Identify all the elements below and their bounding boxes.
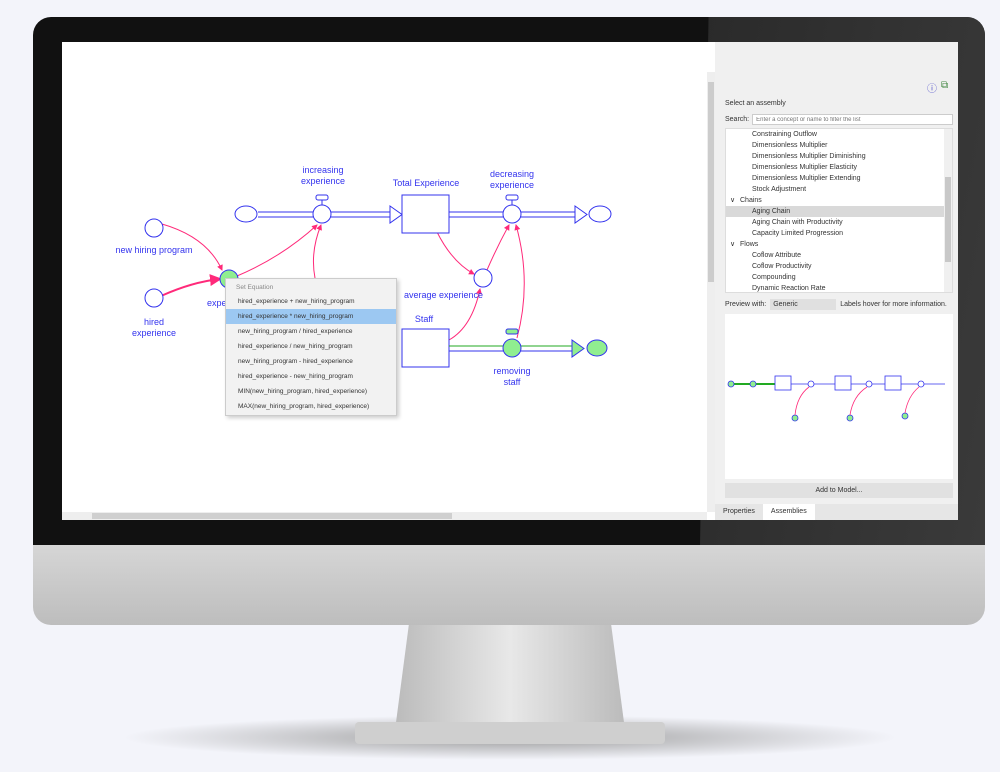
- menu-item-equation[interactable]: new_hiring_program - hired_experience: [238, 358, 353, 365]
- popout-icon[interactable]: ⧉: [941, 80, 949, 91]
- valve-removing-staff[interactable]: [502, 328, 522, 358]
- tab-assemblies[interactable]: Assemblies: [762, 504, 815, 520]
- label-total-experience: Total Experience: [393, 178, 460, 188]
- stock-total-experience[interactable]: [401, 194, 450, 234]
- panel-tabs: Properties Assemblies: [715, 504, 958, 520]
- menu-item-equation[interactable]: new_hiring_program / hired_experience: [238, 328, 353, 335]
- label-decreasing-2: experience: [490, 180, 534, 190]
- tree-item[interactable]: Dimensionless Multiplier: [752, 142, 828, 149]
- preview-label: Preview with:: [725, 300, 767, 308]
- tree-item[interactable]: Dimensionless Multiplier Diminishing: [752, 153, 866, 160]
- search-input[interactable]: [752, 114, 953, 125]
- monitor-base: [355, 722, 665, 744]
- menu-item-equation[interactable]: MAX(new_hiring_program, hired_experience…: [238, 403, 370, 410]
- tree-item[interactable]: Stock Adjustment: [752, 186, 807, 193]
- menu-item-equation[interactable]: MIN(new_hiring_program, hired_experience…: [238, 388, 367, 395]
- preview-diagram: [727, 375, 945, 422]
- cloud-sink-staff: [586, 339, 608, 357]
- label-experience: expe: [207, 298, 227, 308]
- context-menu-header: Set Equation: [236, 284, 274, 291]
- app-screen: increasing experience Total Experience d…: [62, 42, 958, 520]
- tree-item[interactable]: Capacity Limited Progression: [752, 230, 844, 237]
- label-removing-1: removing: [493, 366, 530, 376]
- tree-item[interactable]: Aging Chain with Productivity: [752, 219, 843, 226]
- assembly-preview: [725, 314, 953, 479]
- chevron-down-icon[interactable]: ∨: [730, 241, 736, 248]
- menu-item-equation[interactable]: hired_experience + new_hiring_program: [238, 298, 355, 305]
- label-increasing-1: increasing: [302, 165, 343, 175]
- tree-item[interactable]: Constraining Outflow: [752, 131, 817, 138]
- model-canvas[interactable]: increasing experience Total Experience d…: [62, 42, 707, 520]
- tree-item[interactable]: Coflow Attribute: [752, 252, 802, 259]
- panel-title: Select an assembly: [725, 100, 786, 107]
- chevron-down-icon[interactable]: ∨: [730, 197, 736, 204]
- preview-row: Preview with: Generic Labels hover for m…: [725, 298, 953, 310]
- menu-item-equation[interactable]: hired_experience - new_hiring_program: [238, 373, 353, 380]
- context-menu-set-equation: Set Equation hired_experience + new_hiri…: [225, 278, 397, 416]
- stock-staff[interactable]: [401, 328, 450, 368]
- assemblies-panel: ⓘ ⧉ Select an assembly Search: Constrain…: [715, 42, 958, 520]
- label-staff: Staff: [415, 314, 434, 324]
- tree-item[interactable]: Coflow Productivity: [752, 263, 812, 270]
- tree-item[interactable]: Compounding: [752, 274, 796, 281]
- label-increasing-2: experience: [301, 176, 345, 186]
- tree-item[interactable]: Dynamic Reaction Rate: [752, 285, 826, 292]
- converter-new-hiring-program[interactable]: [144, 218, 164, 238]
- cloud-source-top: [234, 205, 258, 223]
- add-to-model-button[interactable]: Add to Model...: [725, 483, 953, 498]
- label-average-experience: average experience: [404, 290, 483, 300]
- label-removing-2: staff: [504, 377, 521, 387]
- horizontal-scrollbar[interactable]: [62, 512, 707, 520]
- label-hired-1: hired: [144, 317, 164, 327]
- tree-item[interactable]: Dimensionless Multiplier Extending: [752, 175, 861, 182]
- label-decreasing-1: decreasing: [490, 169, 534, 179]
- tree-group[interactable]: Chains: [740, 197, 762, 204]
- menu-item-equation[interactable]: hired_experience / new_hiring_program: [238, 343, 353, 350]
- valve-increasing[interactable]: [312, 194, 332, 224]
- tree-item[interactable]: Dimensionless Multiplier Elasticity: [752, 164, 858, 171]
- preview-select[interactable]: Generic: [770, 298, 837, 310]
- tree-item[interactable]: Aging Chain: [726, 206, 952, 217]
- converter-average-experience[interactable]: [473, 268, 493, 288]
- search-row: Search:: [725, 114, 953, 125]
- monitor-stand: [395, 625, 625, 730]
- cloud-sink-top: [588, 205, 612, 223]
- search-label: Search:: [725, 116, 750, 123]
- tab-properties[interactable]: Properties: [723, 508, 755, 515]
- converter-hired-experience[interactable]: [144, 288, 164, 308]
- label-hired-2: experience: [132, 328, 176, 338]
- monitor-chin: [33, 545, 985, 625]
- label-new-hiring-program: new hiring program: [115, 245, 192, 255]
- stock-flow-diagram: increasing experience Total Experience d…: [115, 165, 612, 387]
- help-icon[interactable]: ⓘ: [927, 84, 937, 95]
- tree-scrollbar[interactable]: [944, 129, 952, 292]
- menu-item-equation-highlighted[interactable]: hired_experience * new_hiring_program: [226, 309, 396, 324]
- causal-links: [160, 223, 525, 341]
- tree-group[interactable]: Flows: [740, 241, 759, 248]
- vertical-scrollbar[interactable]: [707, 72, 715, 512]
- valve-decreasing[interactable]: [502, 194, 522, 224]
- preview-hint: Labels hover for more information.: [840, 300, 947, 308]
